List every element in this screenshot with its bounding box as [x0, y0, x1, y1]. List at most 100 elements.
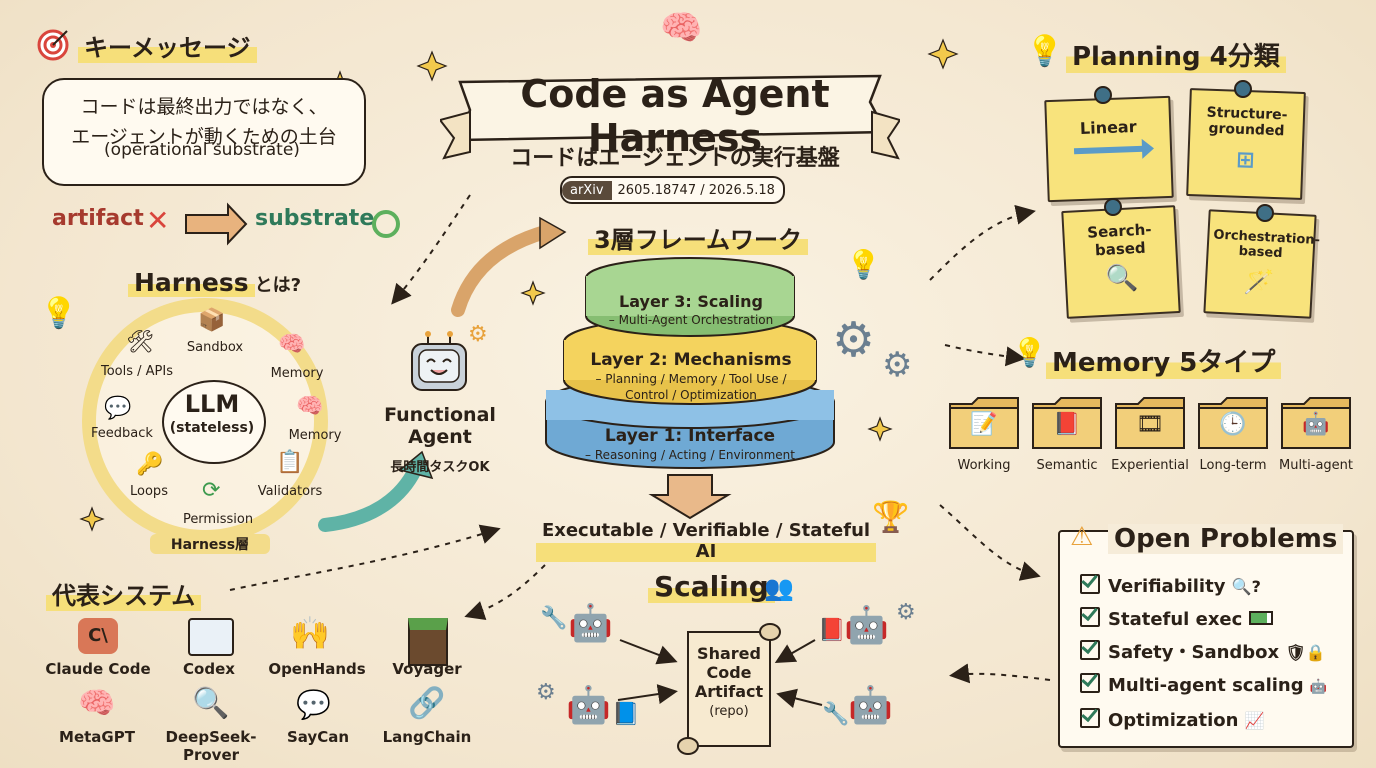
gear-icon-agent: ⚙ — [468, 322, 488, 347]
planning-note-linear: Linear — [1044, 95, 1174, 203]
baton-icon: 🪄 — [1243, 267, 1275, 297]
memory-folder: 📝 — [948, 394, 1020, 449]
clipboard-icon: 📋 — [276, 450, 304, 475]
problem-item-2: Stateful exec — [1080, 603, 1327, 636]
planning-note-search: Search-based 🔍 — [1061, 205, 1181, 319]
checkbox-icon — [1080, 640, 1100, 660]
memory-type-label: Semantic — [1036, 458, 1098, 473]
pin-icon-2 — [1234, 80, 1252, 98]
scaling-heading: Scaling — [648, 570, 775, 603]
harness-item-sandbox: Sandbox — [186, 340, 244, 355]
memory-type-label: Experiential — [1111, 458, 1189, 473]
robot-icon-orange: 🤖 — [566, 685, 611, 726]
framework-heading: 3層フレームワーク — [588, 220, 808, 255]
checkbox-icon — [1080, 673, 1100, 693]
magnifier-icon: 🔍 — [1104, 263, 1139, 295]
llm-core — [162, 380, 266, 464]
arxiv-tag: arXiv — [562, 180, 612, 200]
layer2-title: Layer 2: Mechanisms — [590, 350, 792, 370]
key-message-section — [36, 28, 70, 66]
book-icon-2: 📕 — [818, 618, 846, 643]
gear-icon-scaling-2: ⚙ — [896, 600, 916, 625]
arxiv-meta: 2605.18747 / 2026.5.18 — [617, 182, 775, 198]
film-icon: 🎞 — [1136, 412, 1164, 437]
system-saycan: SayCan — [286, 728, 350, 746]
pin-icon-3 — [1104, 198, 1122, 216]
agent-line-1: Functional — [384, 404, 496, 426]
agent-line-2: Agent — [408, 426, 472, 448]
layer1-sub: – Reasoning / Acting / Environment — [585, 448, 795, 462]
harness-item-memory-2: Memory — [288, 428, 342, 443]
robot-icon — [404, 330, 474, 396]
codex-window-icon — [188, 618, 234, 656]
brain-icon: 🧠 — [278, 332, 306, 357]
box-icon: 📦 — [198, 308, 226, 333]
memory-heading: Memory 5タイプ — [1046, 342, 1282, 379]
harness-item-feedback: Feedback — [91, 426, 153, 441]
robot-arm-icon: 💬 — [296, 688, 331, 721]
planning-heading: Planning 4分類 — [1066, 36, 1286, 73]
layer2-sub-2: Control / Optimization — [625, 388, 757, 402]
title-subtitle: コードはエージェントの実行基盤 — [510, 146, 840, 171]
shared-scroll — [677, 623, 781, 755]
robots-icon: 🤖 — [1309, 679, 1328, 695]
lightbulb-icon-memory: 💡 — [1012, 336, 1047, 369]
gear-icon-large: ⚙ — [832, 312, 876, 368]
scroll-line-1: Shared — [697, 644, 761, 663]
right-arrow-icon — [1073, 138, 1155, 159]
system-deepseek-prover: DeepSeek-Prover — [165, 728, 257, 764]
circle-check-icon — [372, 210, 400, 238]
memory-folder: 🎞 — [1114, 394, 1186, 449]
planning-note-linear-label: Linear — [1079, 117, 1137, 138]
checkbox-icon — [1080, 708, 1100, 728]
checkbox-icon — [1080, 607, 1100, 627]
scroll-line-3: Artifact — [694, 682, 764, 701]
system-voyager: Voyager — [392, 660, 462, 678]
problem-item-4: Multi-agent scaling 🤖 — [1080, 669, 1327, 704]
systems-heading: 代表システム — [46, 576, 202, 611]
problem-item-1: Verifiability 🔍? — [1080, 570, 1327, 603]
claude-code-icon: C\ — [78, 618, 118, 654]
planning-note-structure: Structure-grounded ⊞ — [1186, 88, 1306, 200]
brain-icon-metagpt: 🧠 — [78, 686, 116, 721]
artifact-label: artifact — [52, 206, 144, 231]
llm-subtitle: (stateless) — [169, 420, 255, 436]
layer3-title: Layer 3: Scaling — [619, 292, 763, 311]
lightbulb-icon: 💡 — [40, 296, 78, 331]
bubble-line-1: コードは最終出力ではなく、 — [80, 96, 328, 118]
arxiv-badge: arXiv 2605.18747 / 2026.5.18 — [560, 176, 785, 204]
framework-outcome: Executable / Verifiable / Stateful AI — [536, 520, 876, 562]
key-icon: 🔑 — [136, 452, 164, 477]
brain-title-icon: 🧠 — [660, 8, 703, 48]
title-main: Code as Agent Harness — [520, 72, 830, 160]
harness-item-tools: Tools / APIs — [100, 364, 173, 379]
people-icon: 👥 — [764, 574, 794, 602]
robot-icon-green: 🤖 — [848, 685, 893, 726]
planning-note-search-label: Search-based — [1086, 220, 1152, 260]
system-codex: Codex — [183, 660, 235, 678]
tools-icon: 🛠 — [126, 330, 154, 355]
magnifier-check-icon: 🔍 — [192, 686, 230, 721]
robots-icon-memory: 🤖 — [1302, 412, 1330, 437]
book-icon-memory: 📕 — [1053, 412, 1081, 437]
memory-type-label: Long-term — [1199, 458, 1267, 473]
shield-lock-icon: 🛡🔒 — [1285, 643, 1326, 662]
chain-icon: 🔗 — [408, 686, 446, 721]
memory-type-label: Multi-agent — [1278, 458, 1354, 473]
harness-item-validators: Validators — [257, 484, 323, 499]
gear-icon-small: ⚙ — [882, 345, 913, 385]
llm-title: LLM — [184, 390, 240, 418]
magnifier-question-icon: 🔍? — [1231, 577, 1261, 596]
layer3-sub: – Multi-Agent Orchestration — [608, 313, 774, 327]
system-claude-code: Claude Code — [45, 660, 151, 678]
layer1-title: Layer 1: Interface — [604, 426, 776, 446]
scroll-line-2: Code — [706, 663, 752, 682]
layer-stack — [545, 257, 835, 469]
problem-item-3: Safety・Sandbox 🛡🔒 — [1080, 636, 1327, 669]
pin-icon-1 — [1094, 86, 1112, 104]
robot-icon-blue: 🤖 — [568, 603, 613, 644]
harness-item-memory-1: Memory — [270, 366, 324, 381]
system-langchain: LangChain — [382, 728, 472, 746]
system-metagpt: MetaGPT — [59, 728, 135, 746]
